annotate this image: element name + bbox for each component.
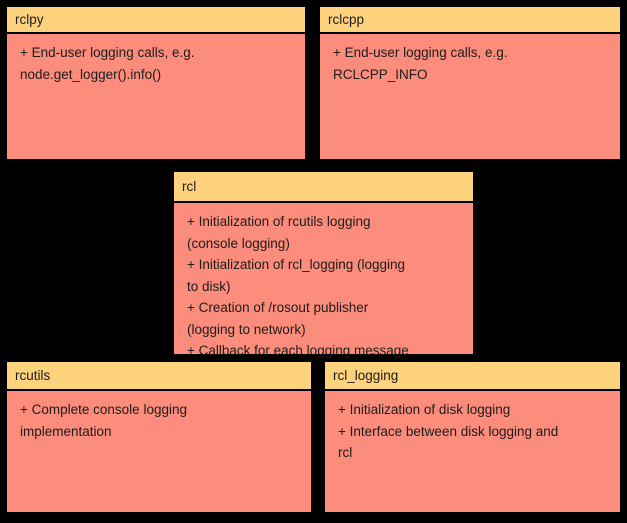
box-rcl: rcl + Initialization of rcutils logging … [172, 170, 475, 358]
box-rcl-body: + Initialization of rcutils logging (con… [187, 214, 409, 358]
box-rclcpp-body: + End-user logging calls, e.g. RCLCPP_IN… [333, 45, 508, 82]
box-rcl-title: rcl [174, 172, 473, 203]
box-rclcpp: rclcpp + End-user logging calls, e.g. RC… [318, 5, 622, 161]
box-rclcpp-title: rclcpp [320, 7, 620, 34]
box-rcl-logging-title: rcl_logging [325, 362, 620, 391]
box-rclpy: rclpy + End-user logging calls, e.g. nod… [5, 5, 307, 161]
box-rclpy-body: + End-user logging calls, e.g. node.get_… [20, 45, 195, 82]
box-rcutils-title: rcutils [7, 362, 311, 391]
box-rcutils: rcutils + Complete console logging imple… [5, 360, 313, 514]
box-rclpy-title: rclpy [7, 7, 305, 34]
box-rcutils-body: + Complete console logging implementatio… [20, 402, 187, 439]
box-rcl-logging-body: + Initialization of disk logging + Inter… [338, 402, 559, 460]
box-rcl-logging: rcl_logging + Initialization of disk log… [323, 360, 622, 514]
